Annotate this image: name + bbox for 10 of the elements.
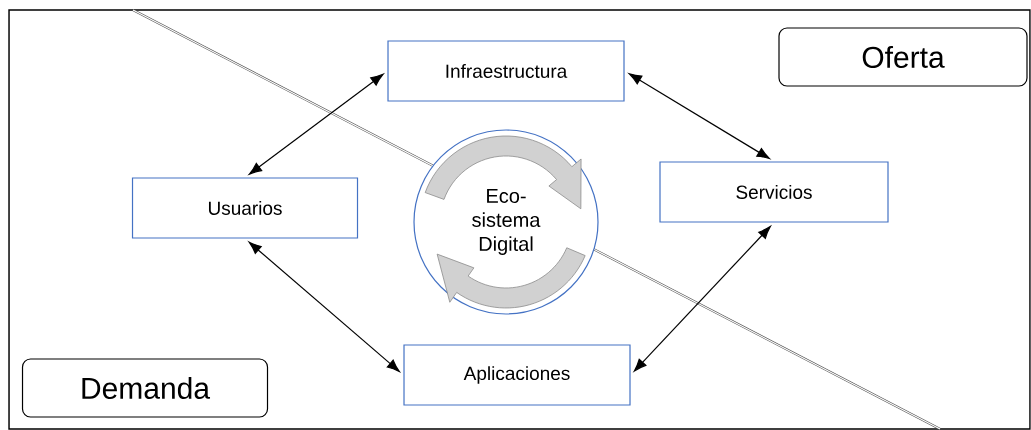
arrow	[248, 241, 400, 372]
process-box: Aplicaciones	[403, 344, 631, 406]
arrow	[633, 226, 771, 372]
arrow	[248, 73, 384, 175]
region-label-box: Demanda	[21, 358, 269, 418]
region-label-box: Oferta	[778, 27, 1028, 87]
process-box: Usuarios	[131, 177, 359, 239]
arrow	[628, 73, 770, 160]
process-box: Servicios	[659, 161, 889, 223]
process-box: Infraestructura	[387, 40, 625, 102]
